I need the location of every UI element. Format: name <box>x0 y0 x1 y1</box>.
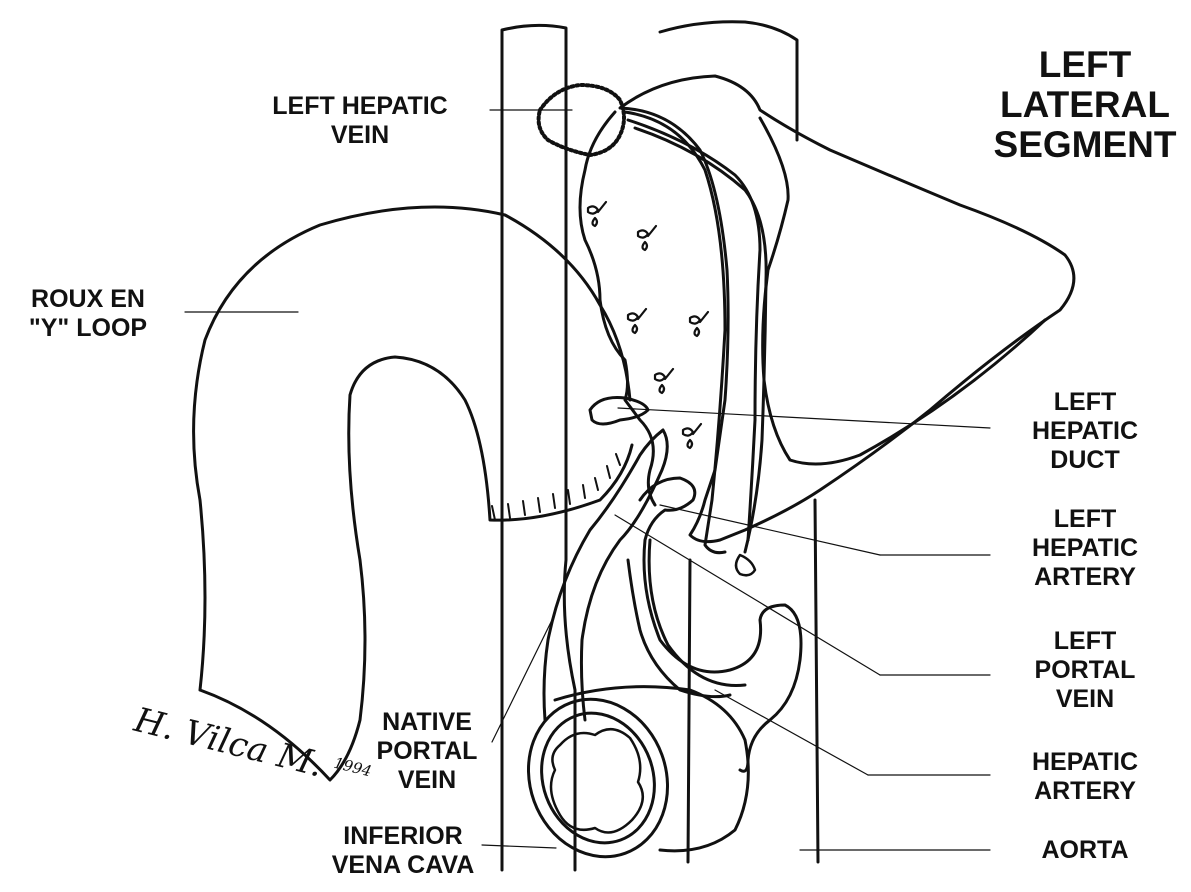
label-lha-line-2: HEPATIC <box>1000 534 1170 563</box>
left-portal-vein <box>640 478 801 771</box>
label-ha-line-1: HEPATIC <box>1000 748 1170 777</box>
ivc-vessel <box>502 25 575 870</box>
left-hepatic-vein-anastomosis <box>539 85 624 155</box>
label-lpv-line-3: VEIN <box>1000 685 1170 714</box>
label-roux-line-2: "Y" LOOP <box>8 314 168 343</box>
hepatic-artery <box>628 560 730 697</box>
label-left-hepatic-vein: LEFT HEPATIC VEIN <box>245 92 475 150</box>
label-ha-line-2: ARTERY <box>1000 777 1170 806</box>
label-lhd-line-3: DUCT <box>1000 446 1170 475</box>
label-aorta-line-1: AORTA <box>1000 836 1170 865</box>
label-npv-line-2: PORTAL <box>362 737 492 766</box>
label-left-portal-vein: LEFT PORTAL VEIN <box>1000 627 1170 713</box>
label-lpv-line-1: LEFT <box>1000 627 1170 656</box>
roux-suture-line <box>492 454 620 520</box>
leader-ivc <box>482 845 556 848</box>
label-roux-line-1: ROUX EN <box>8 285 168 314</box>
label-aorta: AORTA <box>1000 836 1170 865</box>
label-left-hepatic-artery: LEFT HEPATIC ARTERY <box>1000 505 1170 591</box>
label-left-hepatic-duct: LEFT HEPATIC DUCT <box>1000 388 1170 474</box>
label-ivc-line-1: INFERIOR <box>318 822 488 851</box>
left-hepatic-artery-knot <box>736 555 755 575</box>
label-lha-line-1: LEFT <box>1000 505 1170 534</box>
label-ivc: INFERIOR VENA CAVA <box>318 822 488 880</box>
title-line-1: LEFT <box>985 45 1185 85</box>
label-lha-line-3: ARTERY <box>1000 563 1170 592</box>
label-roux-loop: ROUX EN "Y" LOOP <box>8 285 168 343</box>
label-native-portal-vein: NATIVE PORTAL VEIN <box>362 708 492 794</box>
label-ivc-line-2: VENA CAVA <box>318 851 488 880</box>
leader-hepatic-artery <box>715 690 868 775</box>
label-left-hepatic-vein-line-1: LEFT HEPATIC <box>245 92 475 121</box>
signature-year: 1994 <box>332 754 373 781</box>
label-lhd-line-2: HEPATIC <box>1000 417 1170 446</box>
label-npv-line-1: NATIVE <box>362 708 492 737</box>
title-left-lateral-segment: LEFT LATERAL SEGMENT <box>985 45 1185 165</box>
label-hepatic-artery: HEPATIC ARTERY <box>1000 748 1170 806</box>
title-line-2: LATERAL <box>985 85 1185 125</box>
leader-lines <box>185 110 990 850</box>
label-lpv-line-2: PORTAL <box>1000 656 1170 685</box>
label-lhd-line-1: LEFT <box>1000 388 1170 417</box>
label-npv-line-3: VEIN <box>362 766 492 795</box>
title-line-3: SEGMENT <box>985 125 1185 165</box>
cut-vessel-lumen <box>551 729 643 832</box>
portal-inner <box>649 540 745 686</box>
label-left-hepatic-vein-line-2: VEIN <box>245 121 475 150</box>
transection-surface <box>580 112 655 505</box>
